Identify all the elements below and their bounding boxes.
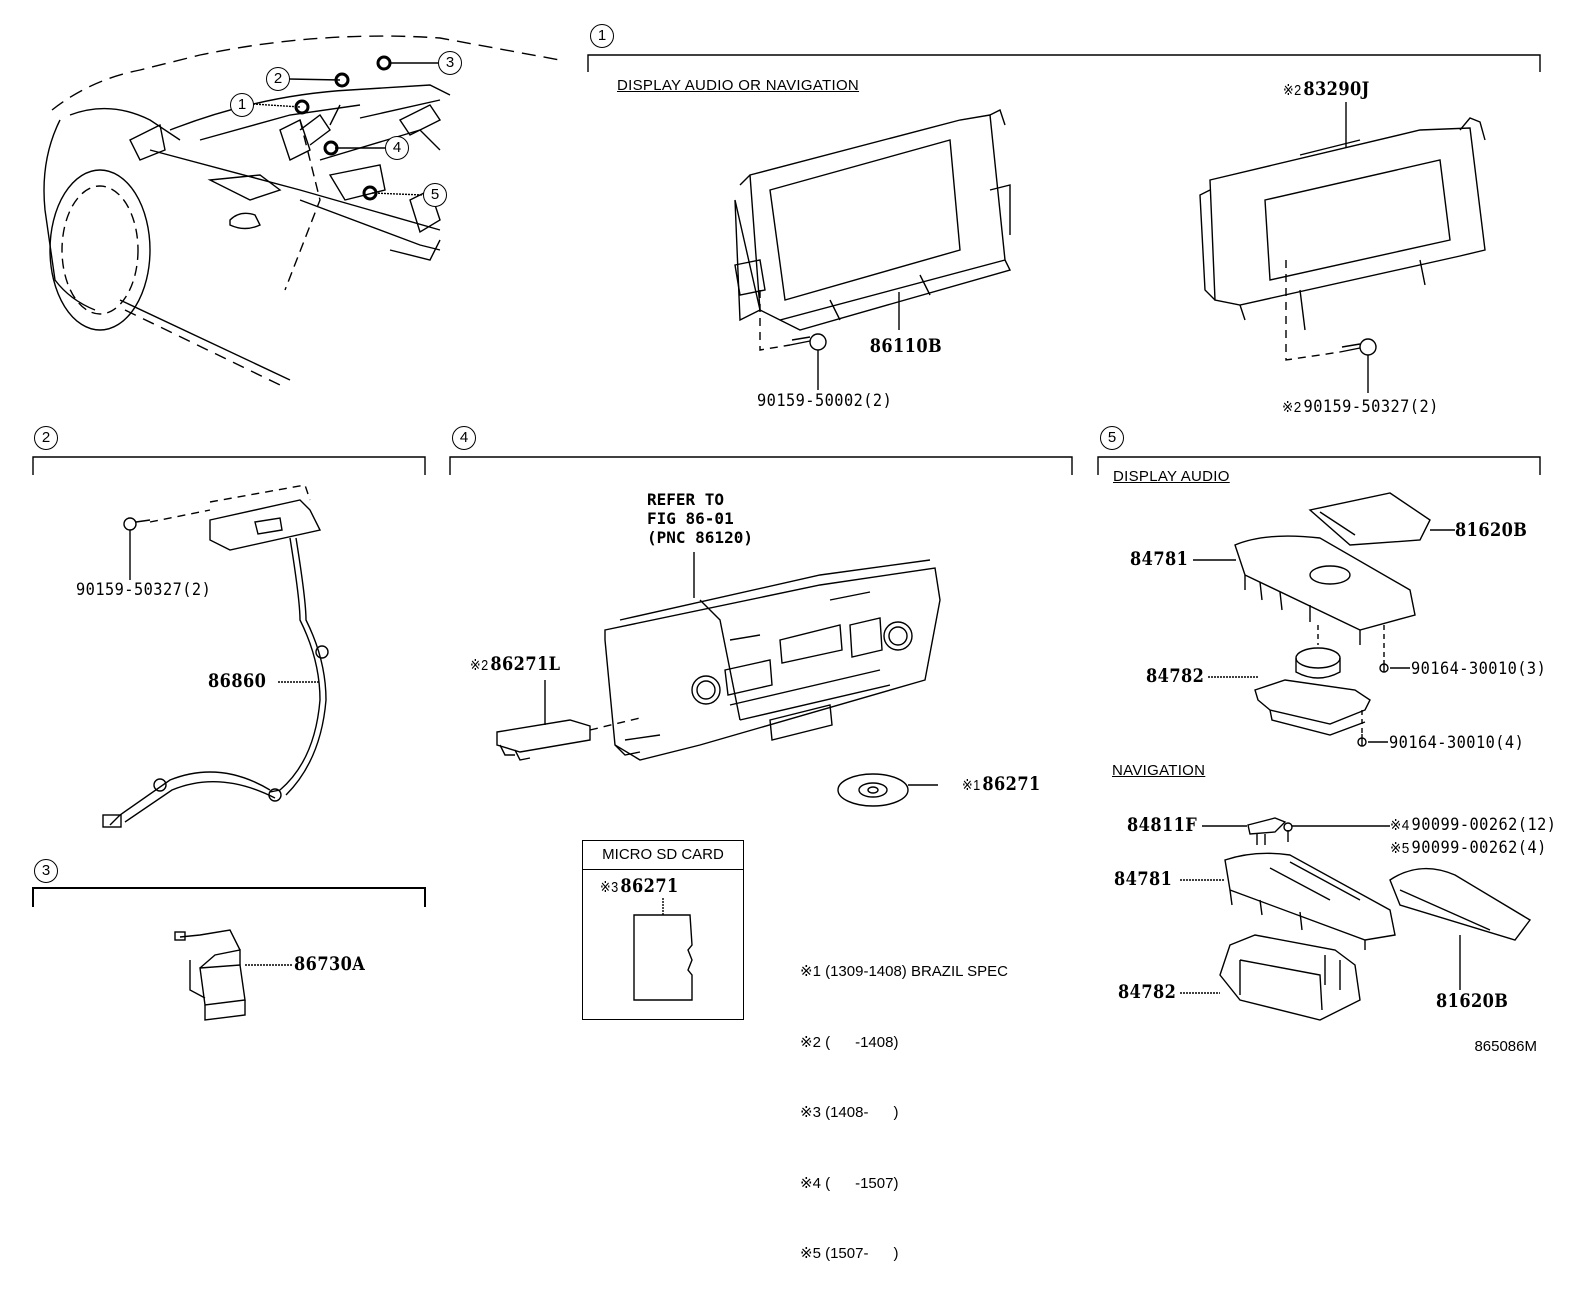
part-label-86730a[interactable]: 86730A <box>294 955 365 974</box>
part-label-86271l[interactable]: ※286271L <box>470 655 560 674</box>
section-2-marker: 2 <box>34 426 58 450</box>
section-5-marker: 5 <box>1100 426 1124 450</box>
figure-code: 865086M <box>1474 1038 1537 1055</box>
micro-sd-card-title: MICRO SD CARD <box>583 841 743 870</box>
overview-callout-5[interactable]: 5 <box>423 183 447 207</box>
part-number: 81620B <box>1436 990 1509 1012</box>
screw-icon <box>789 333 827 351</box>
bracket-86860-drawing <box>102 484 329 828</box>
part-label-86860[interactable]: 86860 <box>208 672 266 691</box>
bezel-84781-nav-drawing <box>1224 852 1396 950</box>
part-number: 86730A <box>294 953 366 975</box>
note-4: ※4 ( -1507) <box>800 1174 899 1192</box>
disc-86271-drawing <box>837 773 909 807</box>
part-label-81620b[interactable]: 81620B <box>1455 521 1527 540</box>
part-label-86271-sd[interactable]: ※386271 <box>600 877 679 896</box>
part-mark: ※2 <box>1282 399 1302 416</box>
part-label-84782-nav[interactable]: 84782 <box>1118 983 1176 1002</box>
part-mark: ※2 <box>470 657 489 674</box>
memory-card-86271l-drawing <box>496 719 591 761</box>
part-mark: ※2 <box>1283 82 1302 99</box>
overview-callout-1[interactable]: 1 <box>230 93 254 117</box>
bezel-84781-drawing <box>1234 535 1416 645</box>
part-number: 84811F <box>1127 814 1198 836</box>
part-number: 83290J <box>1303 78 1370 100</box>
screw-icon <box>1357 734 1367 747</box>
overview-callout-4[interactable]: 4 <box>385 136 409 160</box>
part-number: 90159-50327(2) <box>76 580 212 600</box>
controller-84782-nav-drawing <box>1219 934 1361 1021</box>
part-number: 86271L <box>490 653 561 675</box>
vehicle-overview-illustration <box>43 35 561 386</box>
section-1-marker: 1 <box>590 24 614 48</box>
overview-callout-3[interactable]: 3 <box>438 51 462 75</box>
part-mark: ※5 <box>1390 840 1410 857</box>
cover-81620b-nav-drawing <box>1389 867 1532 941</box>
display-unit-86110b-drawing <box>734 109 1012 331</box>
note-5: ※5 (1507- ) <box>800 1245 899 1262</box>
knob-84811f-drawing <box>1247 817 1287 845</box>
part-label-90159-50327-sec2[interactable]: 90159-50327(2) <box>76 582 211 599</box>
refer-to-figure-note[interactable]: REFER TO FIG 86-01 (PNC 86120) <box>647 490 753 547</box>
section-4-marker: 4 <box>452 426 476 450</box>
note-2: ※2 ( -1408) <box>800 1033 899 1051</box>
applicability-notes: ※1 (1309-1408) BRAZIL SPEC ※2 ( -1408) ※… <box>800 913 1008 1289</box>
part-number: 90159-50327(2) <box>1303 397 1439 417</box>
part-label-81620b-nav[interactable]: 81620B <box>1436 992 1508 1011</box>
part-label-90164-30010-4[interactable]: 90164-30010(4) <box>1389 735 1524 752</box>
screw-icon <box>1339 338 1377 356</box>
part-label-90159-50002[interactable]: 90159-50002(2) <box>757 393 892 410</box>
part-number: 84782 <box>1146 665 1205 687</box>
head-unit-drawing <box>604 559 941 761</box>
note-1: ※1 (1309-1408) BRAZIL SPEC <box>800 963 1008 980</box>
part-number: 90164-30010(4) <box>1389 733 1525 753</box>
screw-icon <box>1283 822 1293 842</box>
part-number: 84782 <box>1118 981 1177 1003</box>
part-number: 86271 <box>982 773 1041 795</box>
part-number: 90099-00262(4) <box>1411 838 1547 858</box>
part-label-86110b[interactable]: 86110B <box>868 337 942 356</box>
part-label-84811f[interactable]: 84811F <box>1127 816 1197 835</box>
part-number: 90164-30010(3) <box>1411 659 1547 679</box>
note-3: ※3 (1408- ) <box>800 1104 899 1121</box>
part-label-86271-disc[interactable]: ※186271 <box>962 775 1041 794</box>
part-number: 86271 <box>620 875 679 897</box>
screw-icon <box>1379 660 1389 673</box>
part-number: 84781 <box>1130 548 1189 570</box>
part-number: 90099-00262(12) <box>1411 815 1557 835</box>
part-label-83290j[interactable]: ※283290J <box>1283 80 1370 99</box>
section-5-subtitle-display-audio: DISPLAY AUDIO <box>1113 468 1230 485</box>
part-label-84781-nav[interactable]: 84781 <box>1114 870 1172 889</box>
part-label-84781[interactable]: 84781 <box>1130 550 1188 569</box>
part-mark: ※4 <box>1390 817 1410 834</box>
section-1-bracket <box>587 54 1541 72</box>
section-2-bracket <box>32 456 426 475</box>
part-number: 84781 <box>1114 868 1173 890</box>
section-5-subtitle-navigation: NAVIGATION <box>1112 762 1206 779</box>
section-3-bracket <box>32 887 426 907</box>
part-number: 86860 <box>208 670 267 692</box>
section-4-bracket <box>449 456 1073 475</box>
micro-sd-card-box: MICRO SD CARD <box>582 840 744 1020</box>
section-5-bracket <box>1097 456 1541 475</box>
parts-diagram-art <box>32 35 1541 1021</box>
controller-84782-drawing <box>1254 647 1371 736</box>
micro-sd-card-drawing <box>633 914 693 1001</box>
part-number: 90159-50002(2) <box>757 391 893 411</box>
part-mark: ※3 <box>600 879 619 896</box>
part-label-84782[interactable]: 84782 <box>1146 667 1204 686</box>
part-label-90164-30010-3[interactable]: 90164-30010(3) <box>1411 661 1546 678</box>
cover-81620b-drawing <box>1308 492 1431 546</box>
section-3-marker: 3 <box>34 859 58 883</box>
part-number: 86110B <box>869 335 943 357</box>
section-1-subtitle: DISPLAY AUDIO OR NAVIGATION <box>617 77 860 94</box>
display-unit-83290j-drawing <box>1199 117 1486 331</box>
part-mark: ※1 <box>962 777 981 794</box>
overview-callout-2[interactable]: 2 <box>266 67 290 91</box>
part-number: 81620B <box>1455 519 1528 541</box>
module-86730a-drawing <box>174 929 246 1021</box>
